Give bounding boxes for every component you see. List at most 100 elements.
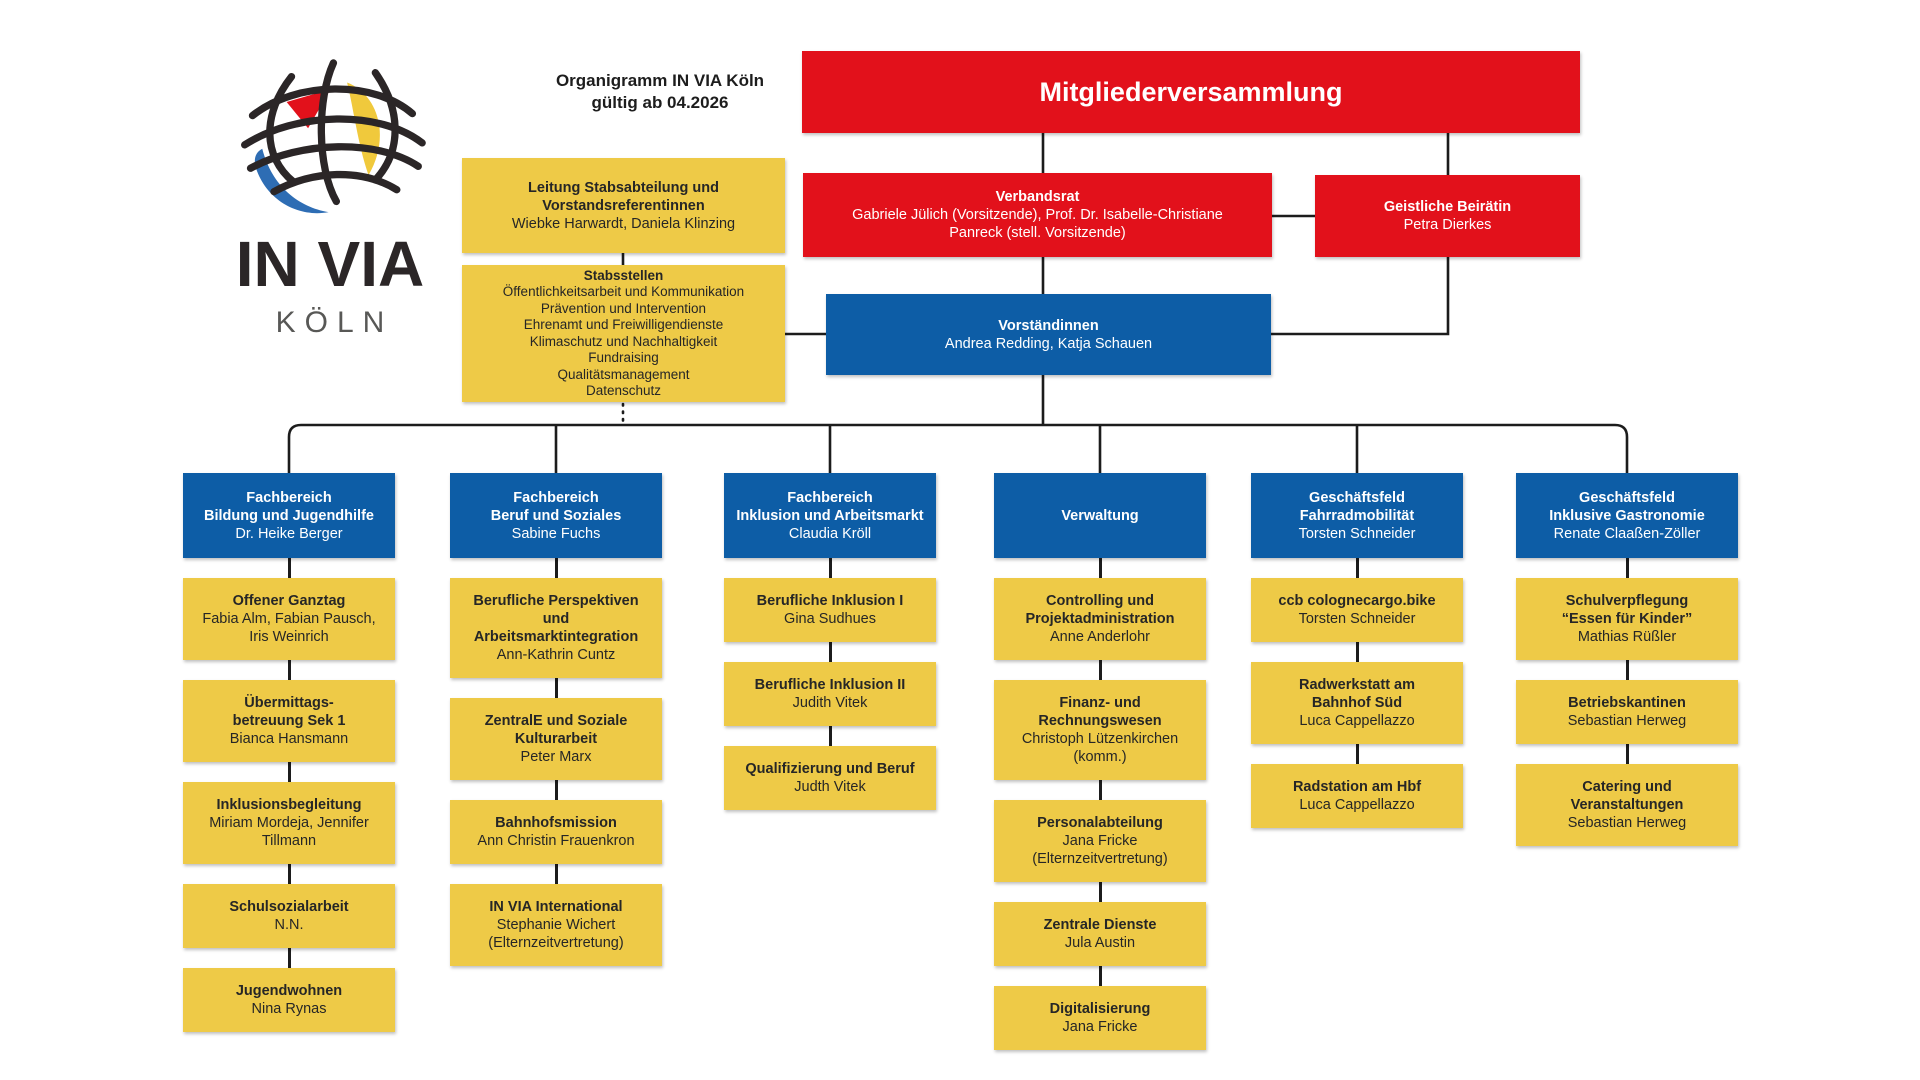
column-header-title: Fachbereich Inklusion und Arbeitsmarkt — [736, 489, 924, 524]
org-node-title: Radwerkstatt am Bahnhof Süd — [1298, 677, 1416, 711]
org-node-title: Controlling und Projektadministration — [1025, 593, 1175, 627]
org-node-title: IN VIA International — [489, 899, 623, 915]
node-title: Mitgliederversammlung — [1039, 76, 1343, 107]
org-node-title: Schulverpflegung “Essen für Kinder” — [1561, 593, 1693, 627]
org-node: Personalabteilung Jana Fricke (Elternzei… — [994, 800, 1206, 882]
org-node-title: Catering und Veranstaltungen — [1570, 779, 1684, 813]
column-header-person: Claudia Kröll — [788, 525, 872, 542]
org-node-person: Stephanie Wichert (Elternzeitvertretung) — [488, 917, 624, 951]
connector-line — [1098, 780, 1102, 800]
org-node: Übermittags- betreuung Sek 1 Bianca Hans… — [183, 680, 395, 762]
logo-city: KÖLN — [275, 306, 394, 339]
connector-line — [828, 726, 832, 746]
org-node-person: Ann Christin Frauenkron — [477, 833, 635, 849]
connector-line — [287, 558, 291, 578]
node-title: Leitung Stabsabteilung und Vorstandsrefe… — [528, 179, 719, 214]
org-node-person: Luca Cappellazzo — [1299, 797, 1415, 813]
org-node: Qualifizierung und Beruf Judth Vitek — [724, 746, 936, 810]
connector-line — [828, 558, 832, 578]
org-node-title: Qualifizierung und Beruf — [745, 761, 915, 777]
org-node-person: Gina Sudhues — [784, 611, 876, 627]
org-node-person: Miriam Mordeja, Jennifer Tillmann — [209, 815, 369, 849]
org-column: Fachbereich Bildung und Jugendhilfe Dr. … — [183, 473, 395, 1032]
column-header-person: Torsten Schneider — [1298, 525, 1416, 542]
org-node: Digitalisierung Jana Fricke — [994, 986, 1206, 1050]
org-node-title: Berufliche Inklusion II — [754, 677, 906, 693]
connector-line — [1625, 660, 1629, 680]
connector-line — [554, 678, 558, 698]
connector-line — [1098, 660, 1102, 680]
column-header-title: Fachbereich Beruf und Soziales — [490, 489, 622, 524]
org-node: Bahnhofsmission Ann Christin Frauenkron — [450, 800, 662, 864]
column-header-person: Dr. Heike Berger — [235, 525, 343, 542]
org-node-person: Luca Cappellazzo — [1299, 713, 1415, 729]
connector-line — [1355, 642, 1359, 662]
node-stabsstellen: Stabsstellen Öffentlichkeitsarbeit und K… — [462, 265, 785, 402]
column-header-title: Fachbereich Bildung und Jugendhilfe — [204, 489, 374, 524]
org-column: Geschäftsfeld Fahrradmobilität Torsten S… — [1251, 473, 1463, 828]
invia-logo: IN VIA KÖLN — [200, 55, 460, 340]
node-person: Gabriele Jülich (Vorsitzende), Prof. Dr.… — [852, 207, 1223, 241]
column-header: Fachbereich Inklusion und Arbeitsmarkt C… — [724, 473, 936, 558]
org-node-person: Mathias Rüßler — [1577, 629, 1677, 645]
org-column: Geschäftsfeld Inklusive Gastronomie Rena… — [1516, 473, 1738, 846]
org-node: Finanz- und Rechnungswesen Christoph Lüt… — [994, 680, 1206, 780]
org-node-person: Sebastian Herweg — [1567, 713, 1687, 729]
org-node-title: Offener Ganztag — [232, 593, 346, 609]
connector-line — [287, 660, 291, 680]
connector-line — [287, 864, 291, 884]
org-node-title: Personalabteilung — [1037, 815, 1163, 831]
node-vorstaendinnen: Vorständinnen Andrea Redding, Katja Scha… — [826, 294, 1271, 375]
column-header: Geschäftsfeld Fahrradmobilität Torsten S… — [1251, 473, 1463, 558]
connector-line — [828, 642, 832, 662]
connector-line — [1098, 966, 1102, 986]
org-column: Fachbereich Beruf und Soziales Sabine Fu… — [450, 473, 662, 966]
node-verbandsrat: Verbandsrat Gabriele Jülich (Vorsitzende… — [803, 173, 1272, 257]
connector-line — [1098, 558, 1102, 578]
logo-wordmark: IN VIA — [235, 228, 425, 300]
org-node-person: Nina Rynas — [251, 1001, 327, 1017]
org-node-title: Finanz- und Rechnungswesen — [1038, 695, 1162, 729]
connector-line — [1355, 558, 1359, 578]
org-node-person: Jana Fricke — [1062, 1019, 1138, 1035]
connector-line — [1625, 558, 1629, 578]
node-title: Verbandsrat — [995, 189, 1080, 205]
org-node-title: Berufliche Inklusion I — [756, 593, 904, 609]
org-node-title: Bahnhofsmission — [495, 815, 617, 831]
org-column: Verwaltung Controlling und Projektadmini… — [994, 473, 1206, 1050]
org-node-person: Judith Vitek — [792, 695, 868, 711]
org-node: Schulsozialarbeit N.N. — [183, 884, 395, 948]
column-header: Fachbereich Beruf und Soziales Sabine Fu… — [450, 473, 662, 558]
org-node: ccb colognecargo.bike Torsten Schneider — [1251, 578, 1463, 642]
org-node-person: Jula Austin — [1064, 935, 1136, 951]
org-node-title: Jugendwohnen — [235, 983, 343, 999]
org-node: Controlling und Projektadministration An… — [994, 578, 1206, 660]
column-header: Geschäftsfeld Inklusive Gastronomie Rena… — [1516, 473, 1738, 558]
node-mitgliederversammlung: Mitgliederversammlung — [802, 51, 1580, 133]
node-person: Andrea Redding, Katja Schauen — [944, 335, 1153, 352]
column-header: Fachbereich Bildung und Jugendhilfe Dr. … — [183, 473, 395, 558]
org-node-title: Berufliche Perspektiven und Arbeitsmarkt… — [473, 593, 639, 645]
org-node: Radstation am Hbf Luca Cappellazzo — [1251, 764, 1463, 828]
org-node: Schulverpflegung “Essen für Kinder” Math… — [1516, 578, 1738, 660]
org-node: Catering und Veranstaltungen Sebastian H… — [1516, 764, 1738, 846]
org-node-person: N.N. — [274, 917, 304, 933]
org-node-person: Ann-Kathrin Cuntz — [496, 647, 616, 663]
column-header-title: Verwaltung — [1061, 507, 1139, 524]
org-node-title: Inklusionsbegleitung — [216, 797, 362, 813]
connector-line — [1625, 744, 1629, 764]
node-title: Vorständinnen — [998, 317, 1099, 334]
connector-line — [554, 780, 558, 800]
org-node: ZentralE und Soziale Kulturarbeit Peter … — [450, 698, 662, 780]
org-node-title: Schulsozialarbeit — [229, 899, 349, 915]
node-leitung-stabsabteilung: Leitung Stabsabteilung und Vorstandsrefe… — [462, 158, 785, 253]
org-node-person: Torsten Schneider — [1298, 611, 1416, 627]
org-node-person: Peter Marx — [520, 749, 592, 765]
org-node-title: Zentrale Dienste — [1043, 917, 1157, 933]
org-node: Betriebskantinen Sebastian Herweg — [1516, 680, 1738, 744]
org-node-title: ZentralE und Soziale Kulturarbeit — [484, 713, 628, 747]
org-node-person: Bianca Hansmann — [229, 731, 349, 747]
node-title: Geistliche Beirätin — [1383, 199, 1512, 215]
